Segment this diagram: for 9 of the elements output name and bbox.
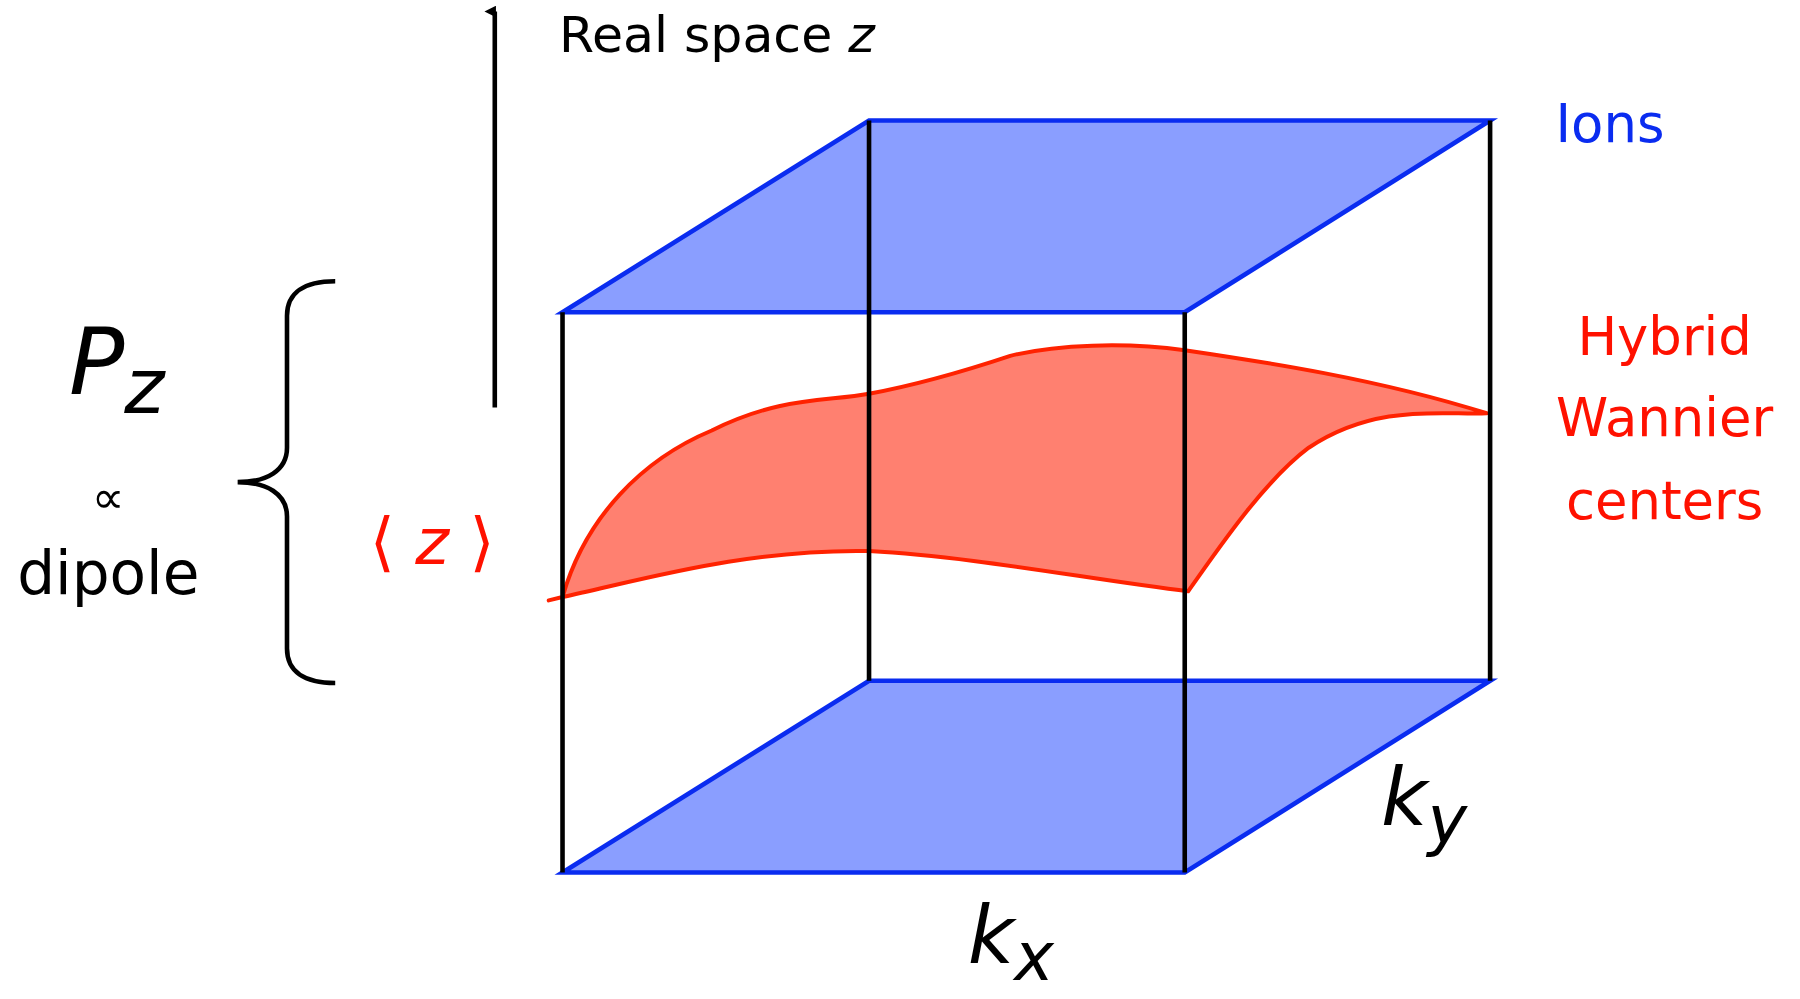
kx-axis-label: k$_{x}$ — [967, 889, 1054, 997]
polarization-symbol: P$_{z}$ — [68, 309, 165, 432]
axis-title: Real space z — [559, 5, 875, 64]
plane-label: Ions — [1555, 94, 1665, 155]
ky-axis-label: k$_{y}$ — [1381, 751, 1468, 859]
surface-label: Hybrid Wannier centers — [1555, 304, 1775, 534]
proportional-symbol: ∝ — [91, 470, 125, 524]
expectation-value-label: ⟨ z ⟩ — [369, 505, 495, 580]
dipole-label: dipole — [17, 539, 200, 609]
